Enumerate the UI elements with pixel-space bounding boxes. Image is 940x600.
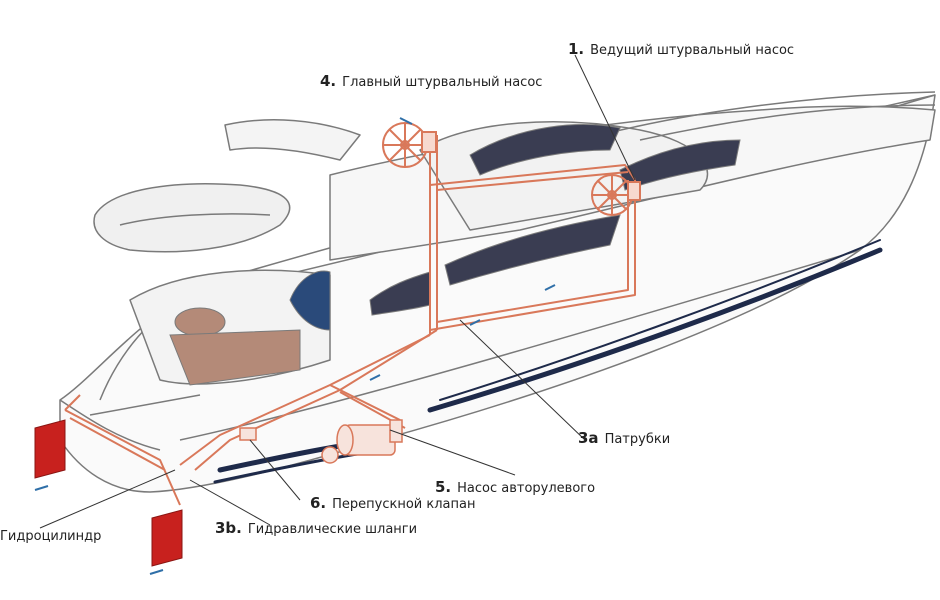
autopilot-pump-unit — [321, 419, 403, 464]
label-1-number: 1. — [568, 40, 585, 58]
cockpit-table — [174, 307, 226, 337]
label-3a-number: 3a — [578, 429, 599, 447]
label-2: Гидроцилиндр — [0, 527, 101, 543]
leader-lines — [39, 54, 636, 529]
label-5-number: 5. — [435, 478, 452, 496]
label-1-text: Ведущий штурвальный насос — [590, 43, 795, 58]
cockpit-deck — [169, 329, 301, 386]
hydraulic-lines — [64, 135, 636, 506]
label-5: 5. Насос авторулевого — [435, 478, 596, 496]
label-4-text: Главный штурвальный насос — [342, 75, 543, 90]
label-6: 6. Перепускной клапан — [310, 494, 476, 512]
main-helm-wheel — [382, 122, 437, 168]
rudder-starboard — [151, 509, 183, 567]
label-3b: 3b. Гидравлические шланги — [215, 519, 418, 537]
label-3a: 3a Патрубки — [578, 429, 671, 447]
flow-arrows — [34, 117, 556, 575]
rudder-port — [34, 419, 66, 479]
hull-windows — [289, 124, 741, 331]
hull-stripes — [213, 239, 883, 484]
label-4-number: 4. — [320, 72, 337, 90]
secondary-helm-wheel — [591, 174, 641, 216]
label-2-text: Гидроцилиндр — [0, 529, 102, 544]
label-3a-text: Патрубки — [604, 432, 671, 447]
label-5-text: Насос авторулевого — [457, 481, 596, 496]
label-6-number: 6. — [310, 494, 327, 512]
label-3b-text: Гидравлические шланги — [247, 522, 418, 537]
label-4: 4. Главный штурвальный насос — [320, 72, 543, 90]
label-6-text: Перепускной клапан — [332, 497, 476, 512]
label-1: 1. Ведущий штурвальный насос — [568, 40, 795, 58]
bypass-valve — [239, 427, 257, 441]
label-3b-number: 3b. — [215, 519, 242, 537]
